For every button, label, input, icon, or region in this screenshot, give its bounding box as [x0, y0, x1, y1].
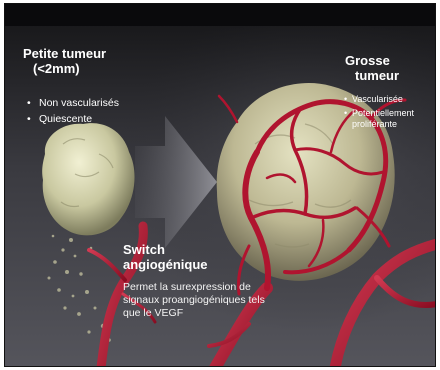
large-tumor-title-line1: Grosse [345, 53, 399, 68]
illustration-panel: Petite tumeur (<2mm) Non vascularisés Qu… [4, 3, 436, 367]
switch-title: Switch angiogénique [123, 242, 208, 272]
list-item: Non vascularisés [25, 95, 119, 111]
switch-title-line1: Switch [123, 242, 208, 257]
large-tumor-title: Grosse tumeur [345, 53, 399, 83]
list-item: Potentiellement proliférante [343, 108, 436, 130]
switch-description: Permet la surexpression de signaux proan… [123, 281, 273, 320]
small-tumor-title-line2: (<2mm) [23, 61, 106, 76]
list-item: Vascularisée [343, 94, 436, 105]
small-tumor-title-line1: Petite tumeur [23, 46, 106, 61]
large-tumor-title-line2: tumeur [345, 68, 399, 83]
small-tumor-title: Petite tumeur (<2mm) [23, 46, 106, 76]
list-item: Quiescente [25, 111, 119, 127]
large-tumor-bullets: Vascularisée Potentiellement proliférant… [343, 94, 436, 133]
switch-title-line2: angiogénique [123, 257, 208, 272]
small-tumor-bullets: Non vascularisés Quiescente [25, 95, 119, 127]
